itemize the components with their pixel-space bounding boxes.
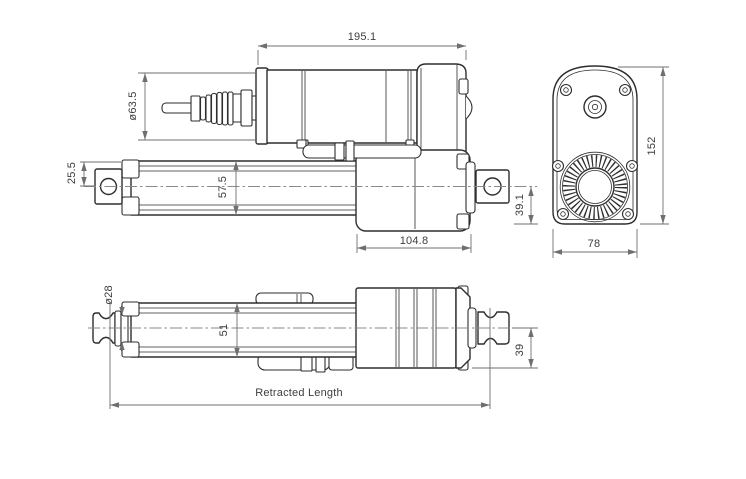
shaft-boss bbox=[583, 95, 607, 119]
rod-washer bbox=[114, 310, 122, 347]
dim-motor-diameter: ø63.5 bbox=[127, 91, 139, 120]
dim-rod-diameter: ø28 bbox=[103, 285, 115, 305]
dim-line-end-width bbox=[552, 229, 638, 258]
motor-body bbox=[266, 69, 418, 144]
screw bbox=[551, 159, 565, 173]
clutch-bore-inner bbox=[578, 170, 612, 204]
dim-end-height: 152 bbox=[646, 137, 658, 156]
conduit-gland bbox=[334, 142, 345, 161]
extrusion-tube bbox=[130, 160, 361, 216]
end-view bbox=[551, 65, 639, 225]
tube-end-bracket bbox=[121, 159, 140, 179]
tube-end-bracket bbox=[121, 341, 140, 358]
dim-body-height: 57.5 bbox=[217, 176, 229, 198]
screw-center bbox=[563, 87, 569, 93]
dim-motor-length: 195.1 bbox=[348, 31, 377, 43]
housing-boss bbox=[465, 95, 473, 120]
dim-arrows bbox=[528, 328, 534, 368]
bottom-view bbox=[92, 285, 510, 373]
screw-center bbox=[560, 211, 566, 217]
dim-line-retracted-length bbox=[110, 308, 491, 409]
tube-profile-lines bbox=[132, 165, 358, 211]
cable-conduit bbox=[302, 144, 422, 159]
housing-seam-lines bbox=[420, 65, 458, 160]
dimensions: 195.1 ø63.5 25.5 57.5 104.8 39.1 152 78 bbox=[66, 31, 669, 409]
motor-band-lines bbox=[301, 71, 412, 142]
gearbox-clip bbox=[456, 213, 470, 230]
output-shaft bbox=[583, 95, 607, 119]
shaft-ring bbox=[588, 100, 602, 114]
dim-arrows bbox=[528, 187, 534, 224]
cable-gland bbox=[232, 89, 258, 127]
housing-outline bbox=[552, 65, 638, 225]
power-cable bbox=[161, 102, 196, 114]
dim-line-end-height bbox=[618, 66, 669, 225]
dim-pivot-offset: 39 bbox=[514, 344, 526, 357]
conduit-gland bbox=[345, 140, 355, 162]
dim-line-motor-dia bbox=[138, 72, 255, 141]
dim-line-motor-length bbox=[257, 45, 467, 65]
dim-line-gear-length bbox=[356, 234, 472, 253]
dim-arrows bbox=[553, 249, 637, 255]
strain-relief-boot bbox=[199, 91, 234, 126]
screw-center bbox=[625, 211, 631, 217]
screw bbox=[556, 207, 570, 221]
dim-rear-offset: 39.1 bbox=[514, 194, 526, 216]
screw-center bbox=[629, 163, 635, 169]
cable-connector bbox=[190, 95, 201, 122]
conduit-fitting bbox=[296, 139, 307, 149]
tube-end-bracket bbox=[121, 301, 140, 317]
housing-screws bbox=[551, 83, 639, 221]
clutch-outer-ring bbox=[559, 151, 631, 223]
clutch-ring bbox=[559, 151, 631, 223]
housing-clip bbox=[458, 78, 469, 95]
bump-seam-lines bbox=[296, 294, 302, 303]
gland-nut bbox=[240, 89, 253, 127]
screw-center bbox=[622, 87, 628, 93]
boot-ridge bbox=[205, 94, 212, 123]
motor-end-cap bbox=[255, 67, 269, 145]
clutch-ribs bbox=[563, 155, 627, 219]
tube-end-bracket bbox=[121, 196, 140, 216]
boot-ridge bbox=[216, 91, 223, 126]
side-view bbox=[94, 63, 510, 232]
rear-spacer bbox=[465, 161, 476, 214]
screw-center bbox=[555, 163, 561, 169]
screw bbox=[618, 83, 632, 97]
shaft-center bbox=[591, 103, 599, 111]
dim-gear-length: 104.8 bbox=[400, 235, 429, 247]
screw bbox=[621, 207, 635, 221]
gear-housing-top bbox=[416, 63, 467, 162]
screw bbox=[559, 83, 573, 97]
boot-ridge bbox=[221, 91, 229, 126]
screw bbox=[625, 159, 639, 173]
dim-tube-height: 51 bbox=[218, 324, 230, 337]
clutch-bore bbox=[575, 167, 615, 207]
dim-arrows bbox=[81, 162, 87, 186]
tube-profile-lines-bottom bbox=[132, 307, 358, 353]
dim-retracted-length: Retracted Length bbox=[255, 387, 343, 399]
dim-front-offset: 25.5 bbox=[66, 162, 78, 184]
boot-ridge bbox=[227, 91, 234, 126]
gear-housing bbox=[355, 149, 471, 232]
clutch-rib-outer bbox=[562, 154, 628, 220]
extrusion-tube-bottom bbox=[130, 302, 361, 358]
gland-ring bbox=[232, 93, 242, 123]
boot-ridge bbox=[199, 96, 207, 121]
dim-end-width: 78 bbox=[588, 238, 601, 250]
boot-ridge bbox=[210, 92, 218, 125]
